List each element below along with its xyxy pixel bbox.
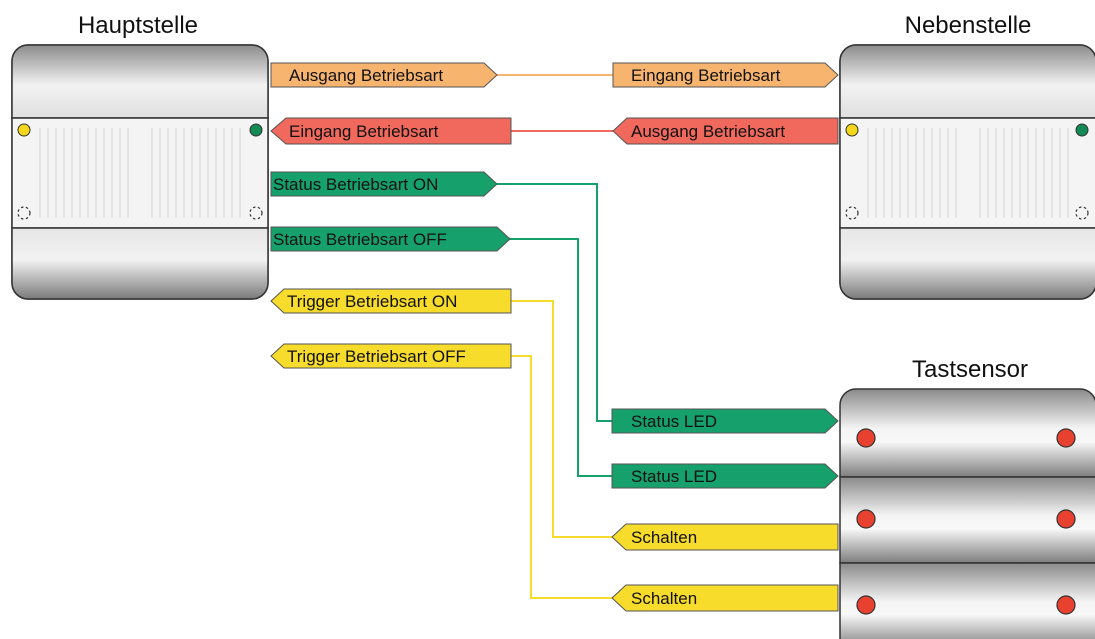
main-object-trigger-off[interactable]: Trigger Betriebsart OFF — [270, 343, 512, 369]
sensor-object-status-led-1[interactable]: Status LED — [611, 408, 839, 434]
sensor-led — [856, 428, 876, 448]
line-trigger-off — [511, 355, 612, 599]
sensor-rocker-2 — [839, 476, 1095, 564]
line-status-on — [497, 183, 612, 422]
main-object-status-off[interactable]: Status Betriebsart OFF — [270, 226, 511, 252]
main-object-status-on-label: Status Betriebsart ON — [273, 175, 438, 194]
sensor-object-switch-1-label: Schalten — [631, 528, 697, 547]
extension-led-off-right — [1075, 206, 1089, 220]
sensor-led — [856, 509, 876, 529]
extension-device-title: Nebenstelle — [905, 12, 1032, 39]
main-object-status-on[interactable]: Status Betriebsart ON — [270, 171, 498, 197]
sensor-rocker-1 — [839, 388, 1095, 478]
extension-device — [839, 44, 1095, 300]
extension-object-in-mode-label: Eingang Betriebsart — [631, 66, 781, 85]
extension-object-in-mode[interactable]: Eingang Betriebsart — [612, 62, 839, 88]
sensor-object-switch-1[interactable]: Schalten — [611, 523, 839, 551]
connection-lines — [497, 74, 613, 599]
extension-device-vent-grille — [867, 128, 1069, 218]
main-object-trigger-on[interactable]: Trigger Betriebsart ON — [270, 288, 512, 314]
extension-object-out-mode[interactable]: Ausgang Betriebsart — [612, 117, 839, 145]
sensor-led — [1056, 509, 1076, 529]
sensor-device-title: Tastsensor — [912, 356, 1028, 383]
sensor-object-status-led-1-label: Status LED — [631, 412, 717, 431]
main-object-in-mode-label: Eingang Betriebsart — [289, 122, 439, 141]
sensor-device — [839, 388, 1095, 639]
main-device-vent-grille — [39, 128, 241, 218]
sensor-object-status-led-2[interactable]: Status LED — [611, 463, 839, 489]
main-led-off-right — [249, 206, 263, 220]
main-device — [11, 44, 269, 300]
sensor-object-switch-2[interactable]: Schalten — [611, 584, 839, 612]
line-trigger-on — [511, 300, 612, 538]
extension-led-green — [1075, 123, 1089, 137]
sensor-object-switch-2-label: Schalten — [631, 589, 697, 608]
extension-led-off-left — [845, 206, 859, 220]
main-led-off-left — [17, 206, 31, 220]
main-object-trigger-on-label: Trigger Betriebsart ON — [287, 292, 457, 311]
main-object-out-mode[interactable]: Ausgang Betriebsart — [270, 62, 498, 88]
main-object-trigger-off-label: Trigger Betriebsart OFF — [287, 347, 466, 366]
sensor-led — [1056, 428, 1076, 448]
main-led-green — [249, 123, 263, 137]
sensor-led — [856, 595, 876, 615]
main-led-yellow — [17, 123, 31, 137]
sensor-object-status-led-2-label: Status LED — [631, 467, 717, 486]
sensor-led — [1056, 595, 1076, 615]
main-object-in-mode[interactable]: Eingang Betriebsart — [270, 117, 512, 145]
extension-object-out-mode-label: Ausgang Betriebsart — [631, 122, 785, 141]
main-object-status-off-label: Status Betriebsart OFF — [273, 230, 447, 249]
main-device-title: Hauptstelle — [78, 12, 198, 39]
extension-led-yellow — [845, 123, 859, 137]
sensor-rocker-3 — [839, 562, 1095, 639]
main-object-out-mode-label: Ausgang Betriebsart — [289, 66, 443, 85]
line-status-off — [497, 238, 612, 477]
